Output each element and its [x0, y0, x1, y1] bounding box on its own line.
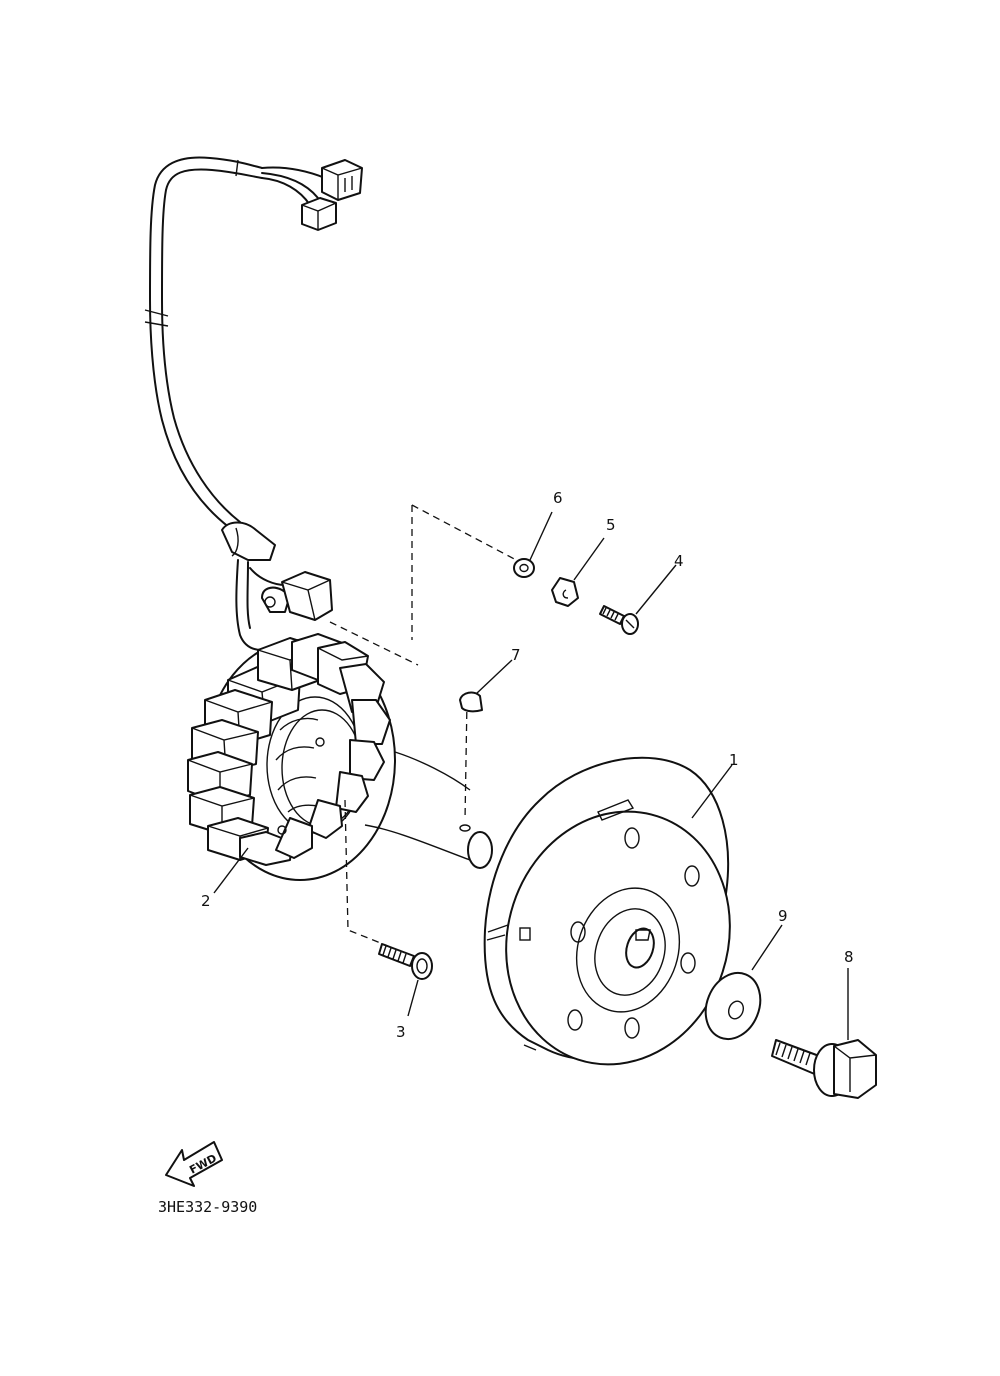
label-5: 5 [606, 516, 616, 534]
stator-coils [187, 633, 391, 866]
pickup-coil [249, 567, 333, 621]
flywheel-rotor [483, 756, 733, 1066]
stator-screw [378, 943, 433, 1017]
part-labels: 1 2 3 4 5 6 7 8 9 [201, 489, 854, 1041]
stator-assembly [187, 633, 396, 881]
label-2: 2 [201, 892, 211, 910]
washer-small [513, 511, 553, 578]
fwd-arrow-icon: FWD [165, 1141, 223, 1187]
label-9: 9 [778, 907, 788, 925]
wire-harness [144, 156, 326, 529]
drawing-code: 3HE332-9390 [158, 1198, 257, 1216]
label-3: 3 [396, 1023, 406, 1041]
label-1: 1 [729, 751, 739, 769]
label-7: 7 [511, 646, 521, 664]
rotor-bolt [771, 968, 877, 1099]
crankshaft-end [364, 751, 493, 869]
connector-large [321, 159, 363, 201]
label-8: 8 [844, 948, 854, 966]
rotor-washer [704, 924, 783, 1040]
connector-small [301, 197, 337, 231]
clamp [551, 537, 605, 607]
woodruff-key [459, 659, 513, 713]
assembly-leader-lines [329, 504, 521, 947]
label-6: 6 [553, 489, 563, 507]
wire-grommet [221, 521, 276, 651]
label-4: 4 [674, 552, 684, 570]
pickup-screw [599, 564, 677, 635]
